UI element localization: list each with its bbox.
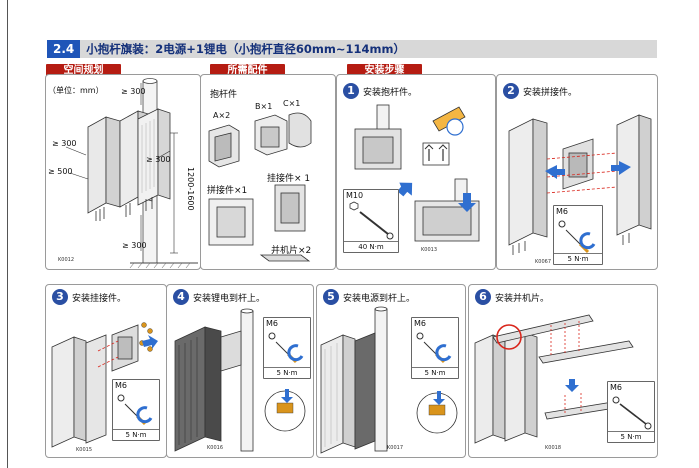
step-1-drawing xyxy=(354,104,480,242)
wrench-icon xyxy=(612,396,652,430)
step-6-header: 6 安装并机片。 xyxy=(475,289,549,305)
step-1-panel: 1 安装抱杆件。 M10 40 N·m K0013 xyxy=(336,74,496,270)
step-3-torque: 5 N·m xyxy=(113,429,159,440)
step-1-code: K0013 xyxy=(421,247,438,253)
step-1-text: 安装抱杆件。 xyxy=(363,87,418,98)
unit-label: （单位：mm） xyxy=(48,86,104,95)
part-b-label: B×1 xyxy=(255,102,273,111)
dim-bottom: ≥ 300 xyxy=(122,241,147,250)
step-5-number: 5 xyxy=(323,289,339,305)
accessories-drawing xyxy=(208,112,312,262)
step-4-code: K0016 xyxy=(207,445,224,451)
step-2-tool-inset: M6 5 N·m xyxy=(553,205,603,265)
step-6-tool-size: M6 xyxy=(610,383,622,392)
step-5-code: K0017 xyxy=(387,445,404,451)
step-5-panel: 5 安装电源到杆上。 M6 5 N·m K0017 xyxy=(316,284,466,458)
dim-right-300: ≥ 300 xyxy=(146,155,171,164)
splice-label: 拼接件×1 xyxy=(207,186,248,196)
cabinet-plate-label: 并机片×2 xyxy=(271,246,312,256)
hanger-label: 挂接件× 1 xyxy=(267,174,311,184)
step-3-number: 3 xyxy=(52,289,68,305)
space-planning-tag: 空间规划 xyxy=(46,64,121,77)
step-4-tool-size: M6 xyxy=(266,319,278,328)
step-3-header: 3 安装挂接件。 xyxy=(52,289,126,305)
section-number: 2.4 xyxy=(47,40,81,58)
step-4-header: 4 安装锂电到杆上。 xyxy=(173,289,265,305)
step-2-tool-size: M6 xyxy=(556,207,568,216)
step-3-panel: 3 安装挂接件。 M6 5 N·m K0015 xyxy=(45,284,167,458)
section-header: 2.4 小抱杆旗装：2电源+1锂电（小抱杆直径60mm~114mm） xyxy=(47,40,657,58)
step-3-drawing xyxy=(51,322,158,448)
accessories-panel: 抱杆件 A×2 B×1 C×1 拼接件×1 挂接件× 1 并机片×2 xyxy=(200,74,336,270)
step-1-torque: 40 N·m xyxy=(344,241,398,252)
figure-code: K0012 xyxy=(58,257,75,263)
wrench-icon xyxy=(349,201,394,240)
screwdriver-icon xyxy=(416,332,452,364)
step-6-number: 6 xyxy=(475,289,491,305)
pole-clamp-label: 抱杆件 xyxy=(210,90,238,100)
step-1-header: 1 安装抱杆件。 xyxy=(343,83,417,99)
step-6-torque: 5 N·m xyxy=(608,431,654,442)
step-3-text: 安装挂接件。 xyxy=(72,293,127,304)
step-2-code: K0067 xyxy=(535,259,552,265)
step-2-header: 2 安装拼接件。 xyxy=(503,83,577,99)
step-1-tool-size: M10 xyxy=(346,191,364,200)
step-5-drawing xyxy=(320,306,458,454)
step-3-tool-size: M6 xyxy=(115,381,127,390)
space-planning-drawing xyxy=(65,78,198,269)
page-left-rule xyxy=(7,0,8,468)
step-1-tool-inset: M10 40 N·m xyxy=(343,189,399,253)
accessories-tag: 所需配件 xyxy=(210,64,285,77)
dim-left-500: ≥ 500 xyxy=(48,167,73,176)
step-4-text: 安装锂电到杆上。 xyxy=(193,293,266,304)
screwdriver-icon xyxy=(268,332,304,364)
step-2-torque: 5 N·m xyxy=(554,253,602,264)
step-4-drawing xyxy=(174,308,306,452)
step-2-number: 2 xyxy=(503,83,519,99)
step-4-tool-inset: M6 5 N·m xyxy=(263,317,311,379)
part-a-label: A×2 xyxy=(213,111,231,120)
screwdriver-icon xyxy=(117,394,153,426)
section-title: 小抱杆旗装：2电源+1锂电（小抱杆直径60mm~114mm） xyxy=(86,42,405,56)
step-5-header: 5 安装电源到杆上。 xyxy=(323,289,415,305)
step-4-panel: 4 安装锂电到杆上。 M6 5 N·m K0016 xyxy=(166,284,314,458)
screwdriver-icon xyxy=(558,220,596,254)
step-3-tool-inset: M6 5 N·m xyxy=(112,379,160,441)
step-5-torque: 5 N·m xyxy=(412,367,458,378)
step-1-number: 1 xyxy=(343,83,359,99)
step-4-number: 4 xyxy=(173,289,189,305)
step-2-panel: 2 安装拼接件。 M6 5 N·m K0067 xyxy=(496,74,658,270)
step-5-text: 安装电源到杆上。 xyxy=(343,293,416,304)
step-6-code: K0018 xyxy=(545,445,562,451)
dim-left-300: ≥ 300 xyxy=(52,139,77,148)
step-6-panel: 6 安装并机片。 M6 5 N·m K0018 xyxy=(468,284,658,458)
step-4-torque: 5 N·m xyxy=(264,367,310,378)
step-5-tool-inset: M6 5 N·m xyxy=(411,317,459,379)
step-2-text: 安装拼接件。 xyxy=(523,87,578,98)
step-6-tool-inset: M6 5 N·m xyxy=(607,381,655,443)
part-c-label: C×1 xyxy=(283,99,301,108)
step-5-tool-size: M6 xyxy=(414,319,426,328)
dim-height: 1200-1600 xyxy=(186,167,195,211)
install-steps-tag: 安装步骤 xyxy=(347,64,422,77)
dim-top: ≥ 300 xyxy=(121,87,146,96)
step-6-text: 安装并机片。 xyxy=(495,293,550,304)
step-3-code: K0015 xyxy=(76,447,93,453)
space-planning-panel: （单位：mm） xyxy=(45,74,201,270)
step-2-drawing xyxy=(508,114,652,255)
